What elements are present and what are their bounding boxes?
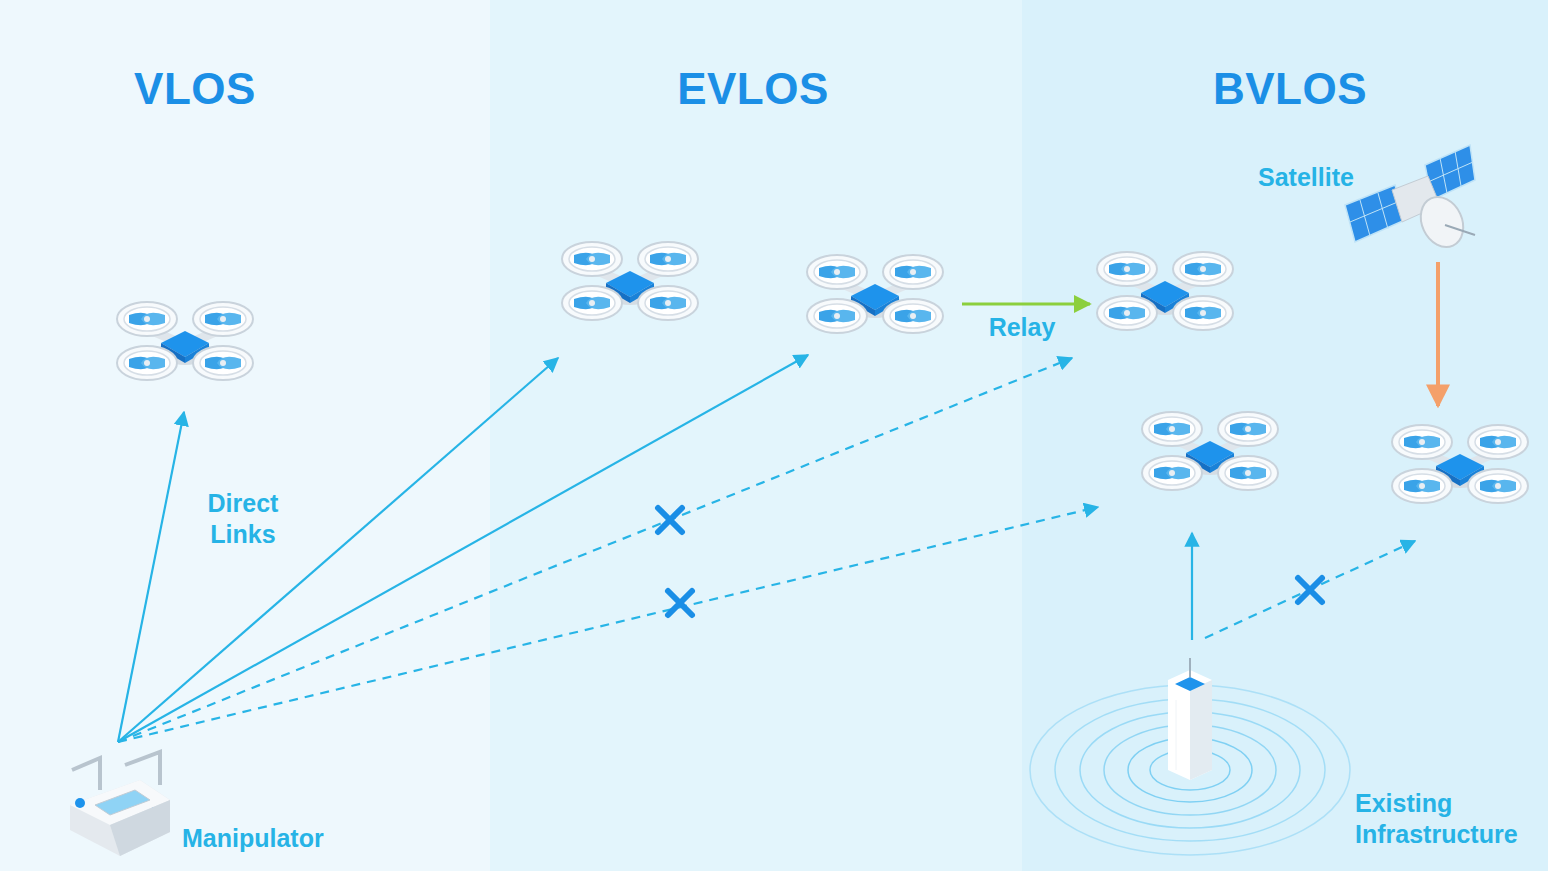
icon-label: Existing Infrastructure <box>1355 788 1530 851</box>
controller-label: Manipulator <box>178 819 328 858</box>
zone-band: BVLOS SatelliteExisting Infrastructure <box>1022 0 1548 871</box>
satellite-label: Satellite <box>1254 158 1358 197</box>
zone-title: EVLOS <box>677 64 829 114</box>
icon-label: Manipulator <box>182 823 324 854</box>
zone-band: EVLOS <box>490 0 1022 871</box>
infrastructure-label: Existing Infrastructure <box>1351 784 1534 855</box>
icon-label: Satellite <box>1258 162 1354 193</box>
link-label: Direct Links <box>198 488 288 551</box>
zone-title: BVLOS <box>1213 64 1367 114</box>
relay-label: Relay <box>989 312 1056 343</box>
zone-title: VLOS <box>134 64 256 114</box>
zone-band: VLOS Manipulator <box>0 0 490 871</box>
